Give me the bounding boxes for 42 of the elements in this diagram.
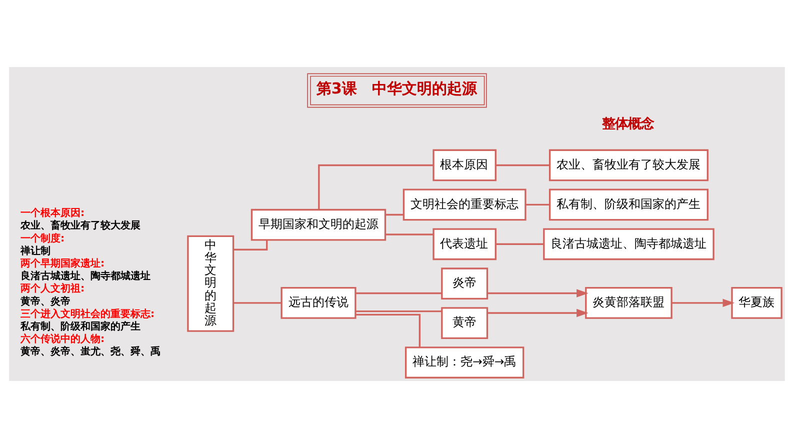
- connector: [525, 203, 550, 206]
- node-box: 根本原因: [432, 148, 496, 181]
- connector: [234, 240, 268, 250]
- label: 禅让制: [20, 245, 50, 256]
- connector: [385, 233, 434, 235]
- label: 黄帝、炎帝、蚩尤、尧、舜、禹: [20, 346, 160, 358]
- connector: [356, 292, 442, 294]
- label: 整体概念: [602, 116, 654, 132]
- node-box: 私有制、阶级和国家的产生: [548, 188, 708, 220]
- node-box: 炎帝: [441, 267, 488, 300]
- node-box: 禅让制：尧→舜→禹: [404, 346, 524, 378]
- connector: [496, 164, 550, 166]
- arrow: [672, 298, 735, 307]
- label: 农业、畜牧业有了较大发展: [20, 220, 140, 232]
- arrow: [487, 288, 588, 297]
- node-box: 早期国家和文明的起源: [250, 208, 386, 240]
- label: 三个进入文明社会的重要标志:: [20, 308, 154, 320]
- label: 私有制、阶级和国家的产生: [20, 320, 140, 332]
- node-box: 代表遗址: [432, 228, 496, 260]
- label: 良渚古城遗址、陶寺都城遗址: [20, 270, 150, 282]
- node-box: 文明社会的重要标志: [402, 188, 526, 220]
- label: 两个人文初祖:: [20, 283, 84, 294]
- connector: [356, 310, 442, 312]
- node-box: 农业、畜牧业有了较大发展: [548, 148, 708, 181]
- arrow: [487, 308, 588, 317]
- node-box: 华夏族: [731, 286, 782, 318]
- diagram-title: 第3课 中华文明的起源: [316, 78, 477, 97]
- label: 两个早期国家遗址:: [20, 258, 104, 269]
- connector: [356, 313, 420, 347]
- label: 黄帝、炎帝: [20, 296, 70, 307]
- connector: [318, 164, 434, 209]
- label: 一个制度:: [20, 232, 64, 244]
- node-box: 良渚古城遗址、陶寺都城遗址: [543, 228, 714, 260]
- connector: [234, 302, 282, 304]
- connector: [385, 213, 404, 216]
- node-box: 远古的传说: [280, 286, 356, 318]
- node-box: 黄帝: [441, 306, 488, 339]
- label: 一个根本原因:: [20, 208, 84, 219]
- node-box: 炎黄部落联盟: [585, 286, 672, 318]
- label: 六个传说中的人物:: [20, 334, 104, 345]
- connector: [496, 242, 544, 244]
- node-box: 中华文明的起源: [187, 234, 234, 332]
